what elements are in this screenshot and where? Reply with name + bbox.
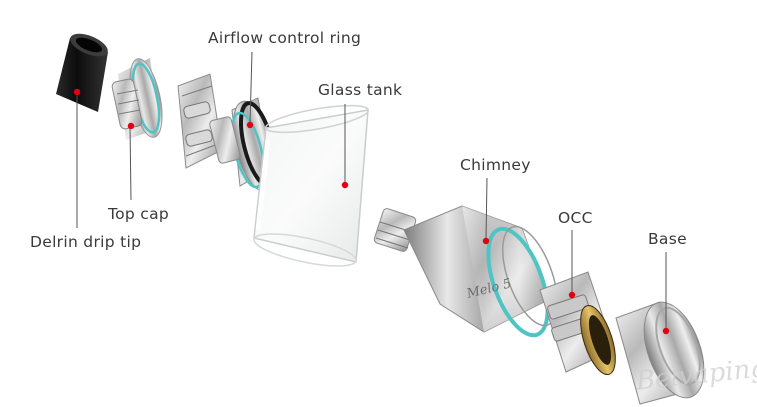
- base-part: [615, 301, 705, 405]
- label-occ: OCC: [558, 209, 593, 227]
- airflow-dot: [246, 121, 254, 129]
- occ-dot: [568, 291, 576, 299]
- topcap-dot: [127, 122, 135, 130]
- glass-tank-part: [253, 104, 369, 267]
- label-top-cap: Top cap: [107, 205, 169, 223]
- label-chimney: Chimney: [460, 156, 531, 174]
- label-glass-tank: Glass tank: [318, 81, 402, 99]
- base-dot: [662, 327, 670, 335]
- chimney-part: Melo 5: [373, 205, 559, 338]
- top-cap-part: [111, 58, 163, 140]
- airflow-leader: [249, 51, 253, 125]
- label-base: Base: [648, 230, 687, 248]
- topcap-leader: [129, 125, 132, 201]
- delrin-drip-tip-part: [56, 33, 108, 112]
- chimney-dot: [482, 237, 490, 245]
- driptip-dot: [73, 88, 81, 96]
- occ-coil-part: [539, 271, 616, 376]
- airflow-cage-part: [177, 73, 223, 169]
- label-delrin-drip-tip: Delrin drip tip: [30, 233, 141, 251]
- label-airflow-control-ring: Airflow control ring: [208, 29, 361, 47]
- chimney-leader: [485, 177, 488, 241]
- glass-dot: [341, 181, 349, 189]
